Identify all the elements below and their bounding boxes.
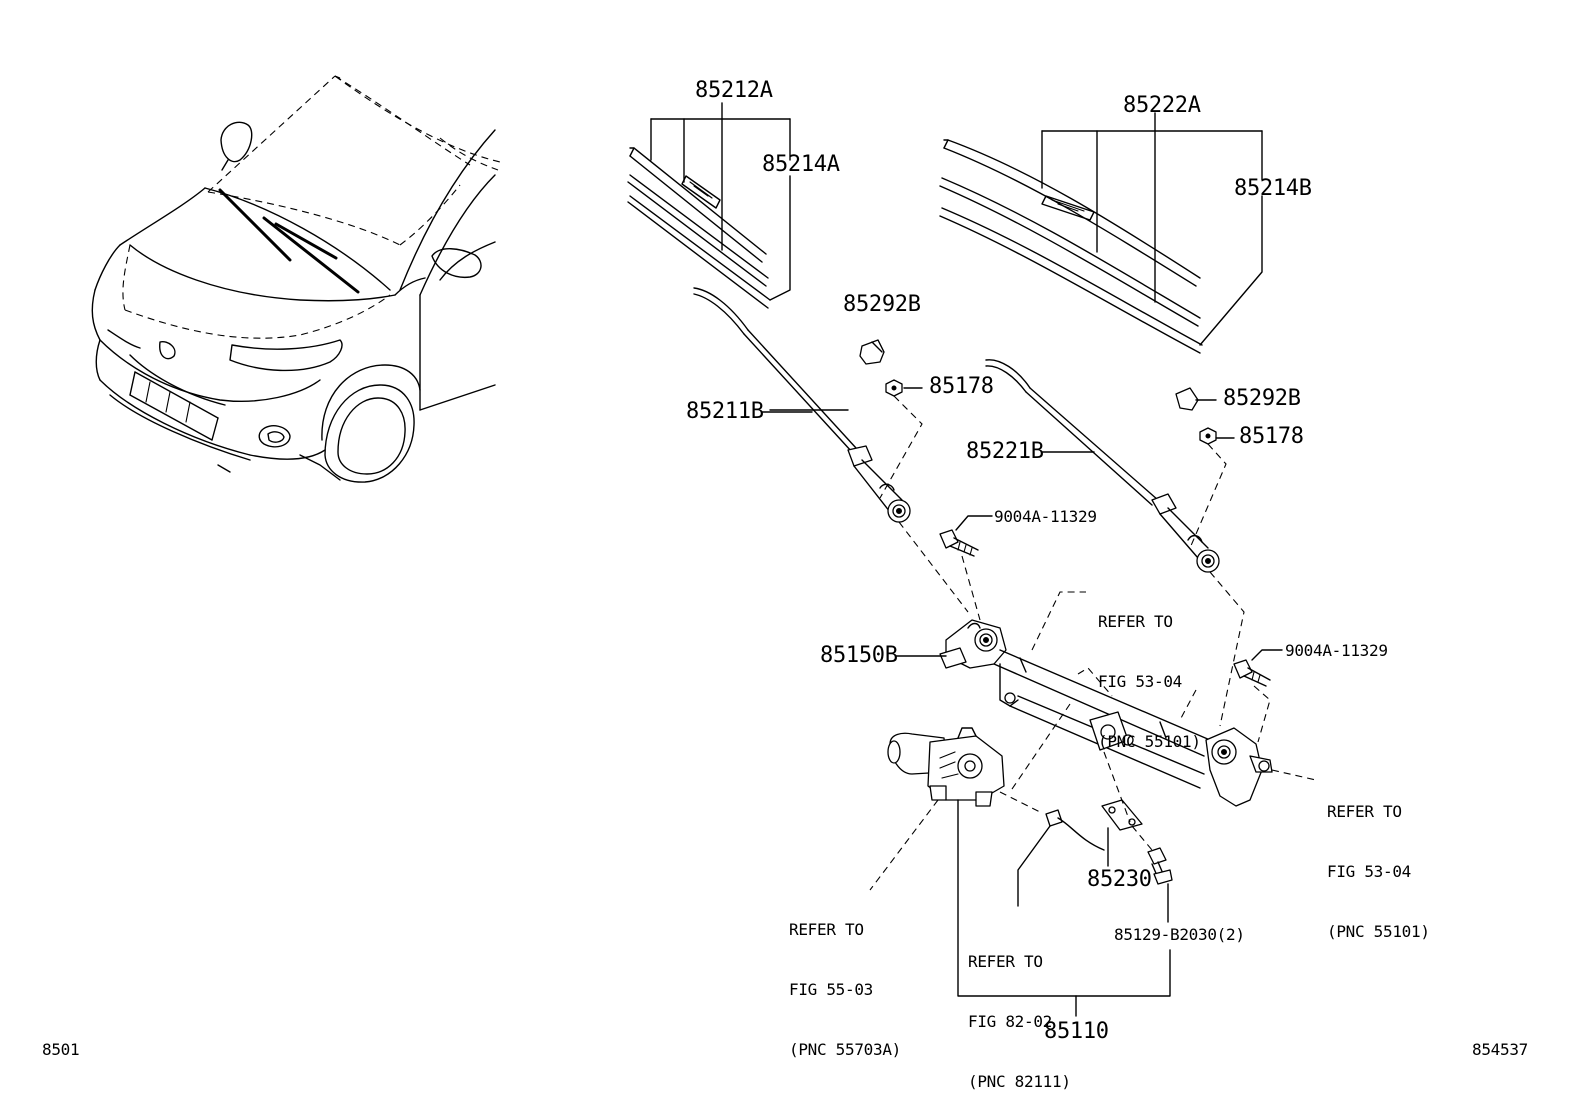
nut-85178-left	[885, 379, 903, 397]
bolt-9004A-left	[939, 529, 979, 557]
wiper-linkage	[939, 619, 1273, 807]
ref-line: (PNC 55703A)	[789, 1040, 901, 1059]
right-wiper-blade	[939, 139, 1203, 354]
ref-line: REFER TO	[789, 920, 864, 939]
leader-85212A	[650, 102, 791, 301]
label-leaders	[761, 341, 1283, 1017]
cap-85292B-right	[1175, 387, 1199, 411]
label-85292B-right: 85292B	[1223, 386, 1301, 411]
ref-line: REFER TO	[1327, 802, 1402, 821]
ref-line: FIG 55-03	[789, 980, 873, 999]
ref-fig-53-04-top: REFER TO FIG 53-04 (PNC 55101)	[1098, 572, 1201, 772]
assembly-lines	[869, 395, 1317, 891]
cap-85292B-left	[859, 339, 885, 365]
label-85178-left: 85178	[929, 374, 994, 399]
leader-85222A	[1041, 112, 1263, 346]
bracket-85230	[1101, 799, 1143, 831]
label-85129: 85129-B2030(2)	[1114, 925, 1245, 944]
label-85212A: 85212A	[695, 78, 773, 103]
label-85292B-left: 85292B	[843, 292, 921, 317]
corner-code-left: 8501	[42, 1040, 80, 1059]
ref-line: FIG 53-04	[1098, 672, 1182, 691]
label-85150B: 85150B	[820, 643, 898, 668]
ref-line: FIG 53-04	[1327, 862, 1411, 881]
label-85214B: 85214B	[1234, 176, 1312, 201]
left-wiper-arm	[693, 287, 911, 523]
label-85178-right: 85178	[1239, 424, 1304, 449]
wiper-motor	[887, 727, 1005, 807]
ref-line: (PNC 55101)	[1327, 922, 1430, 941]
car-illustration	[91, 75, 501, 483]
corner-code-right: 854537	[1472, 1040, 1528, 1059]
ref-line: REFER TO	[968, 952, 1043, 971]
bolt-85129	[1147, 847, 1173, 885]
ref-fig-53-04-right: REFER TO FIG 53-04 (PNC 55101)	[1327, 762, 1430, 962]
label-85110: 85110	[1044, 1019, 1109, 1044]
ref-fig-82-02: REFER TO FIG 82-02 (PNC 82111)	[968, 912, 1071, 1112]
ref-line: FIG 82-02	[968, 1012, 1052, 1031]
label-85222A: 85222A	[1123, 93, 1201, 118]
ref-line: REFER TO	[1098, 612, 1173, 631]
label-85230: 85230	[1087, 867, 1152, 892]
label-85211B: 85211B	[686, 399, 764, 424]
right-wiper-arm	[985, 359, 1220, 573]
nut-85178-right	[1199, 427, 1217, 445]
label-9004A-left: 9004A-11329	[994, 507, 1097, 526]
ref-fig-55-03: REFER TO FIG 55-03 (PNC 55703A)	[789, 880, 901, 1080]
left-wiper-blade	[627, 147, 771, 309]
label-85221B: 85221B	[966, 439, 1044, 464]
label-85214A: 85214A	[762, 152, 840, 177]
ref-line: (PNC 82111)	[968, 1072, 1071, 1091]
bolt-9004A-right	[1233, 659, 1271, 687]
connector-plug	[1045, 809, 1105, 851]
label-9004A-right: 9004A-11329	[1285, 641, 1388, 660]
ref-line: (PNC 55101)	[1098, 732, 1201, 751]
